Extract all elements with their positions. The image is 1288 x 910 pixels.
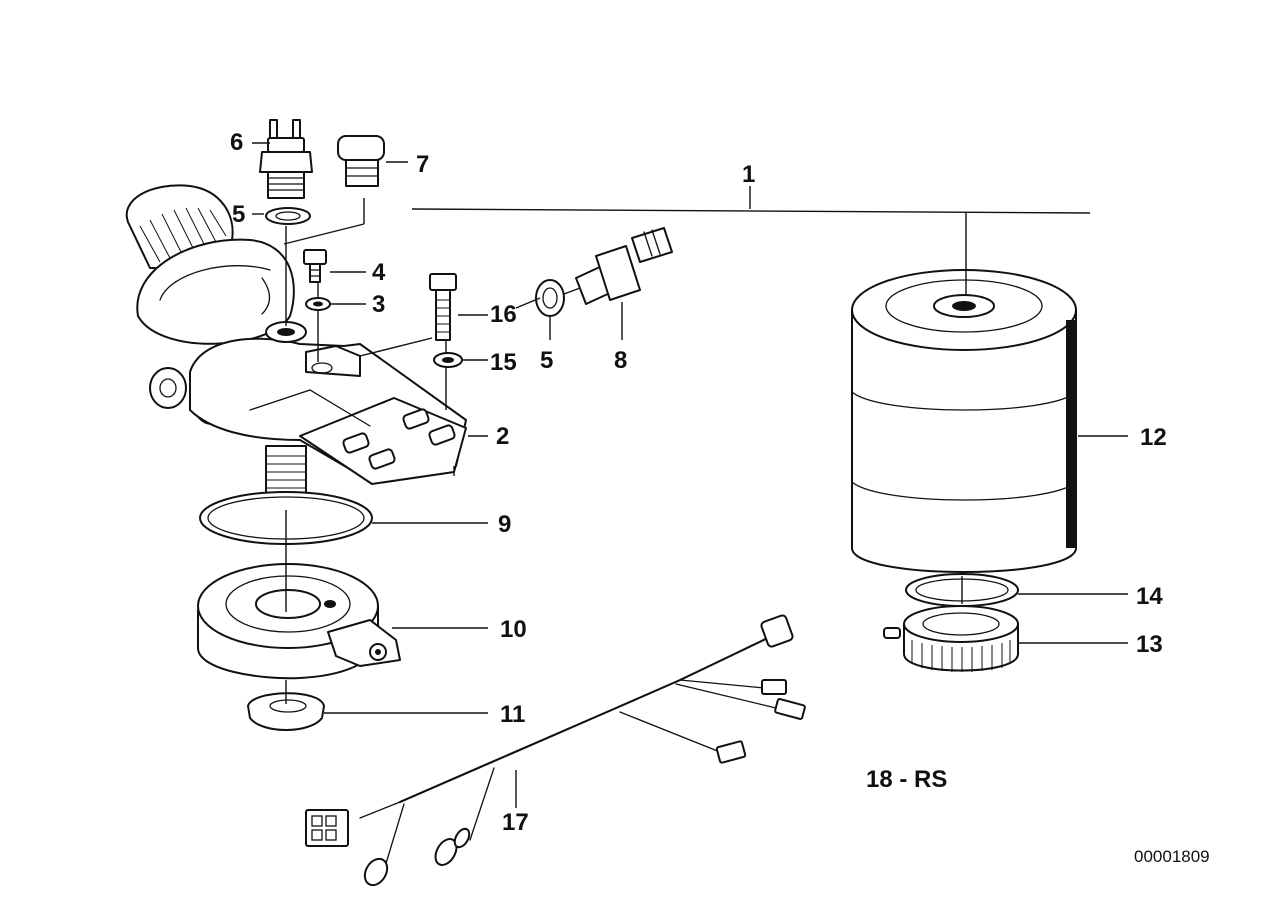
callout-2: 2 <box>496 423 509 450</box>
callout-10: 10 <box>500 616 527 643</box>
fuel-filter-part-12 <box>851 269 1077 573</box>
wiring-harness-part-17 <box>305 614 806 887</box>
callout-15: 15 <box>490 349 517 376</box>
heater-ring-part-10 <box>197 563 401 680</box>
callout-4: 4 <box>372 259 386 286</box>
callout-16: 16 <box>490 301 517 328</box>
plug-screw-part-7 <box>337 135 385 187</box>
callout-17: 17 <box>502 809 529 836</box>
callout-5-right: 5 <box>540 347 553 374</box>
callout-5-upper: 5 <box>232 201 245 228</box>
document-id: 00001809 <box>1134 847 1210 866</box>
callout-13: 13 <box>1136 631 1163 658</box>
callout-3: 3 <box>372 291 385 318</box>
leader-lines <box>252 142 1128 808</box>
temperature-switch-part-6 <box>259 119 313 199</box>
callout-7: 7 <box>416 151 429 178</box>
bolt-part-4 <box>303 249 327 283</box>
callout-11: 11 <box>500 701 525 728</box>
nut-part-11 <box>247 692 325 731</box>
callout-8: 8 <box>614 347 627 374</box>
callout-6: 6 <box>230 129 243 156</box>
drain-cap-part-13 <box>883 605 1019 672</box>
callout-1: 1 <box>742 161 755 188</box>
callout-12: 12 <box>1140 424 1167 451</box>
callout-9: 9 <box>498 511 511 538</box>
filter-head-part-2 <box>125 184 467 511</box>
note-label: 18 - RS <box>866 766 947 793</box>
bolt-part-16 <box>429 273 457 341</box>
callout-14: 14 <box>1136 583 1163 610</box>
hollow-screw-part-8 <box>575 227 673 305</box>
sealing-ring-part-5-right <box>535 279 565 317</box>
sealing-ring-part-5-upper <box>265 207 311 225</box>
